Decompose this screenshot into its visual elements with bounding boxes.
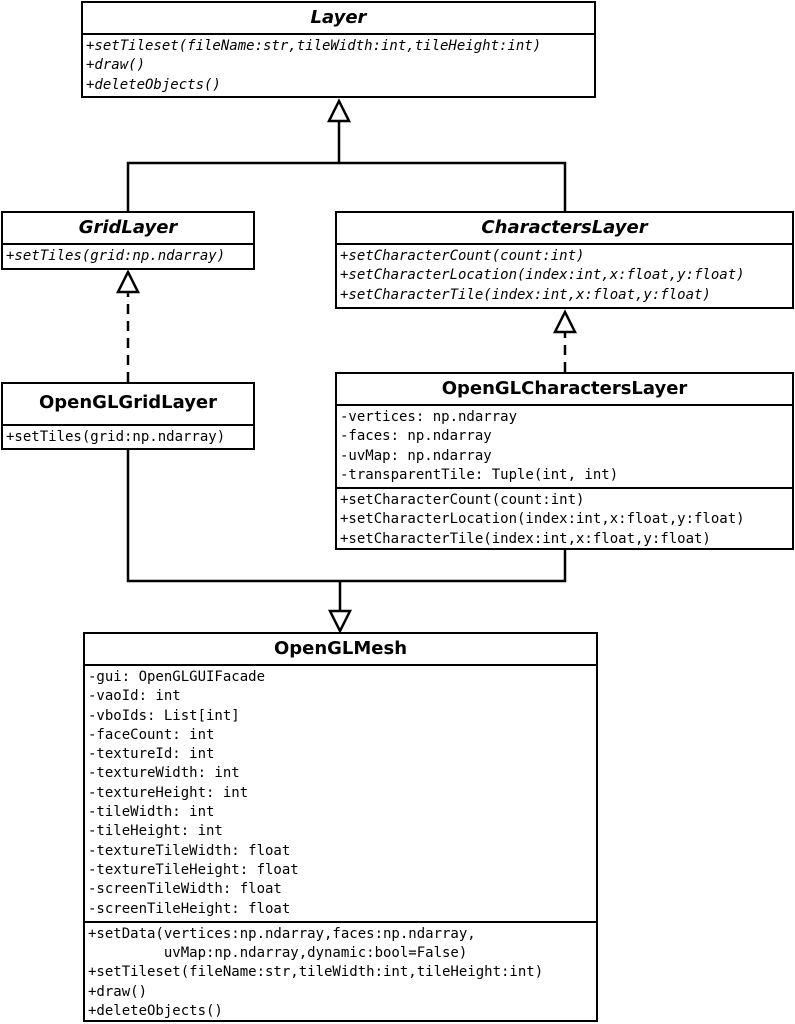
attributes-item: -uvMap: np.ndarray [340,447,492,464]
class-characterslayer: CharactersLayer +setCharacterCount(count… [335,211,794,309]
realization-to-gridlayer [115,269,141,382]
generalization-line-gridlayer [126,120,341,211]
methods-item: +setTiles(grid:np.ndarray) [6,429,226,445]
class-name: OpenGLMesh [85,634,596,666]
methods-item: +setCharacterCount(count:int) [340,248,585,264]
methods-item: +deleteObjects() [88,1003,223,1020]
attributes-item: -vertices: np.ndarray [340,409,518,425]
methods-section: +setTiles(grid:np.ndarray) [3,426,253,449]
methods-section: +setCharacterCount(count:int) +setCharact… [337,245,792,307]
methods-item: +draw() [88,983,148,1000]
class-openglmesh: OpenGLMesh -gui: OpenGLGUIFacade -vaoId: … [83,632,598,1022]
methods-item: +setTileset(fileName:str,tileWidth:int,t… [88,964,544,981]
generalization-line-openglgridlayer [126,449,567,583]
methods-item: +setCharacterLocation(index:int,x:float,… [340,267,745,284]
methods-section: +setCharacterCount(count:int) +setCharact… [337,487,792,551]
hollow-triangle-arrowhead [326,98,352,123]
methods-item: +setCharacterTile(index:int,x:float,y:fl… [340,530,711,547]
attributes-item: -tileWidth: int [88,804,215,821]
class-layer: Layer +setTileset(fileName:str,tileWidth… [81,1,596,98]
attributes-item: -transparentTile: Tuple(int, int) [340,466,619,483]
class-name: OpenGLGridLayer [3,384,253,426]
hollow-triangle-arrowhead [327,609,353,634]
realization-to-characterslayer [552,309,578,372]
methods-item: uvMap:np.ndarray,dynamic:bool=False) [88,945,468,962]
attributes-item: -textureId: int [88,746,215,763]
attributes-section: -gui: OpenGLGUIFacade -vaoId: int -vboIds:… [85,666,596,921]
class-openglgridlayer: OpenGLGridLayer +setTiles(grid:np.ndarra… [1,382,255,450]
methods-item: +setTileset(fileName:str,tileWidth:int,t… [86,38,542,54]
class-openglcharacterslayer: OpenGLCharactersLayer -vertices: np.ndar… [335,372,794,550]
hollow-triangle-arrowhead [552,309,578,334]
methods-item: +setData(vertices:np.ndarray,faces:np.nd… [88,925,476,942]
attributes-item: -vboIds: List[int] [88,707,240,724]
hollow-triangle-arrowhead [115,269,141,294]
attributes-item: -textureTileWidth: float [88,842,291,859]
attributes-item: -textureWidth: int [88,765,240,782]
generalization-to-layer [126,98,567,211]
attributes-item: -screenTileHeight: float [88,900,291,917]
attributes-item: -vaoId: int [88,688,181,705]
class-name: CharactersLayer [337,213,792,245]
attributes-item: -faces: np.ndarray [340,428,492,445]
generalization-to-openglmesh [126,449,567,634]
attributes-item: -screenTileWidth: float [88,881,282,898]
attributes-item: -faceCount: int [88,726,215,743]
attributes-section: -vertices: np.ndarray -faces: np.ndarray -… [337,406,792,487]
methods-item: +setCharacterTile(index:int,x:float,y:fl… [340,286,711,303]
methods-item: +setCharacterLocation(index:int,x:float,… [340,511,745,528]
attributes-item: -tileHeight: int [88,823,223,840]
methods-section: +setData(vertices:np.ndarray,faces:np.nd… [85,920,596,1023]
methods-item: +setCharacterCount(count:int) [340,492,585,509]
class-name: OpenGLCharactersLayer [337,374,792,406]
attributes-item: -gui: OpenGLGUIFacade [88,669,266,685]
attributes-item: -textureHeight: int [88,784,249,801]
methods-section: +setTileset(fileName:str,tileWidth:int,t… [83,35,594,97]
methods-section: +setTiles(grid:np.ndarray) [3,245,253,268]
methods-item: +deleteObjects() [86,76,221,93]
class-name: GridLayer [3,213,253,245]
generalization-line-characterslayer [339,161,567,211]
class-gridlayer: GridLayer +setTiles(grid:np.ndarray) [1,211,255,270]
class-name: Layer [83,3,594,35]
methods-item: +setTiles(grid:np.ndarray) [6,248,226,264]
methods-item: +draw() [86,57,146,74]
attributes-item: -textureTileHeight: float [88,861,299,878]
